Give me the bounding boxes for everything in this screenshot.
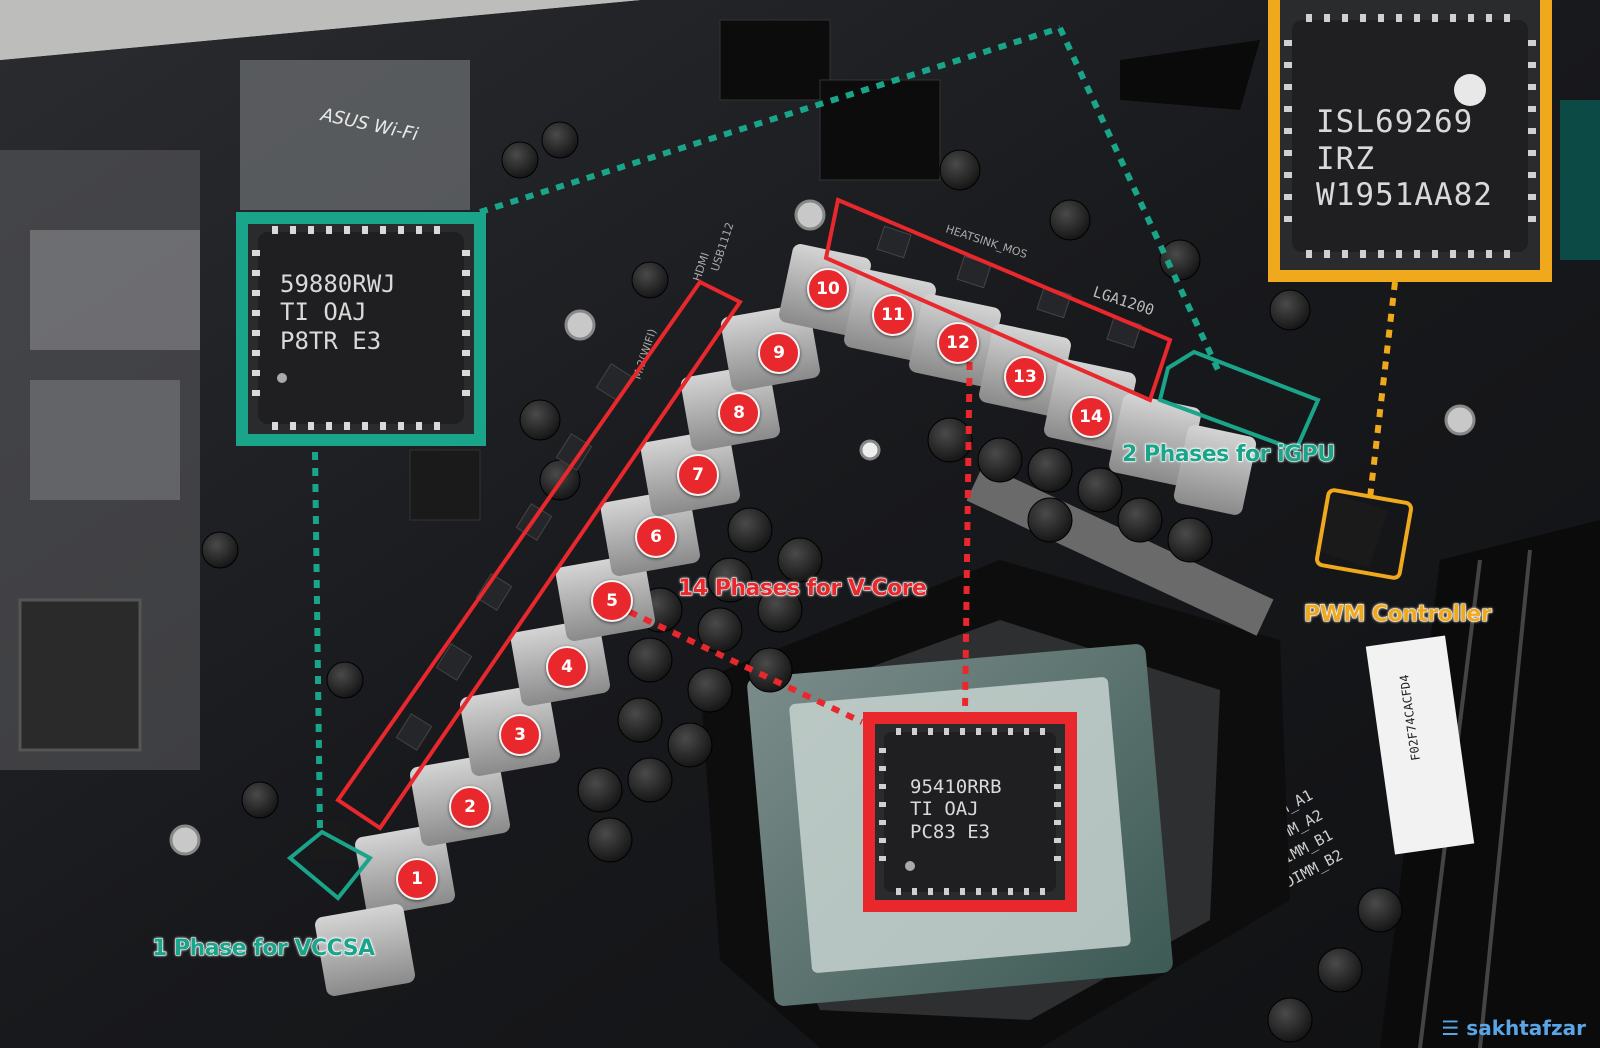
- phase-badge-1: 1: [396, 858, 438, 900]
- connector-lines: [312, 25, 1398, 831]
- phase-badge-14: 14: [1070, 396, 1112, 438]
- mounting-holes: [169, 199, 1476, 856]
- vcore-outlines: [335, 197, 1173, 831]
- phase-badge-2: 2: [449, 786, 491, 828]
- chip-inset-ti-59880: [236, 212, 486, 446]
- chip-text-isl: ISL69269 IRZ W1951AA82: [1316, 104, 1493, 214]
- phase-badge-13: 13: [1004, 356, 1046, 398]
- watermark-text: sakhtafzar: [1466, 1016, 1586, 1040]
- phase-badge-12: 12: [937, 322, 979, 364]
- chip-text-ti-95410: 95410RRB TI OAJ PC83 E3: [910, 776, 1002, 843]
- phase-badge-5: 5: [591, 580, 633, 622]
- phase-badge-3: 3: [499, 714, 541, 756]
- phase-badge-11: 11: [872, 294, 914, 336]
- phase-badge-6: 6: [635, 516, 677, 558]
- phase-badge-10: 10: [807, 268, 849, 310]
- vccsa-label: 1 Phase for VCCSA: [152, 936, 376, 962]
- phase-badge-7: 7: [677, 454, 719, 496]
- phase-badge-9: 9: [758, 332, 800, 374]
- chip-inset-ti-95410: [863, 712, 1077, 912]
- chip-text-ti-59880: 59880RWJ TI OAJ P8TR E3: [280, 270, 396, 355]
- phase-badge-4: 4: [546, 646, 588, 688]
- watermark-icon: ☰: [1441, 1016, 1460, 1040]
- watermark: ☰ sakhtafzar: [1441, 1016, 1586, 1040]
- capacitors: [201, 121, 1403, 1043]
- phase-badge-8: 8: [718, 392, 760, 434]
- chip-inset-isl: [1268, 0, 1552, 282]
- igpu-vccsa-outlines: [286, 349, 1321, 901]
- igpu-label: 2 Phases for iGPU: [1122, 442, 1336, 468]
- pwm-label: PWM Controller: [1303, 602, 1492, 628]
- vcore-label: 14 Phases for V-Core: [677, 576, 927, 602]
